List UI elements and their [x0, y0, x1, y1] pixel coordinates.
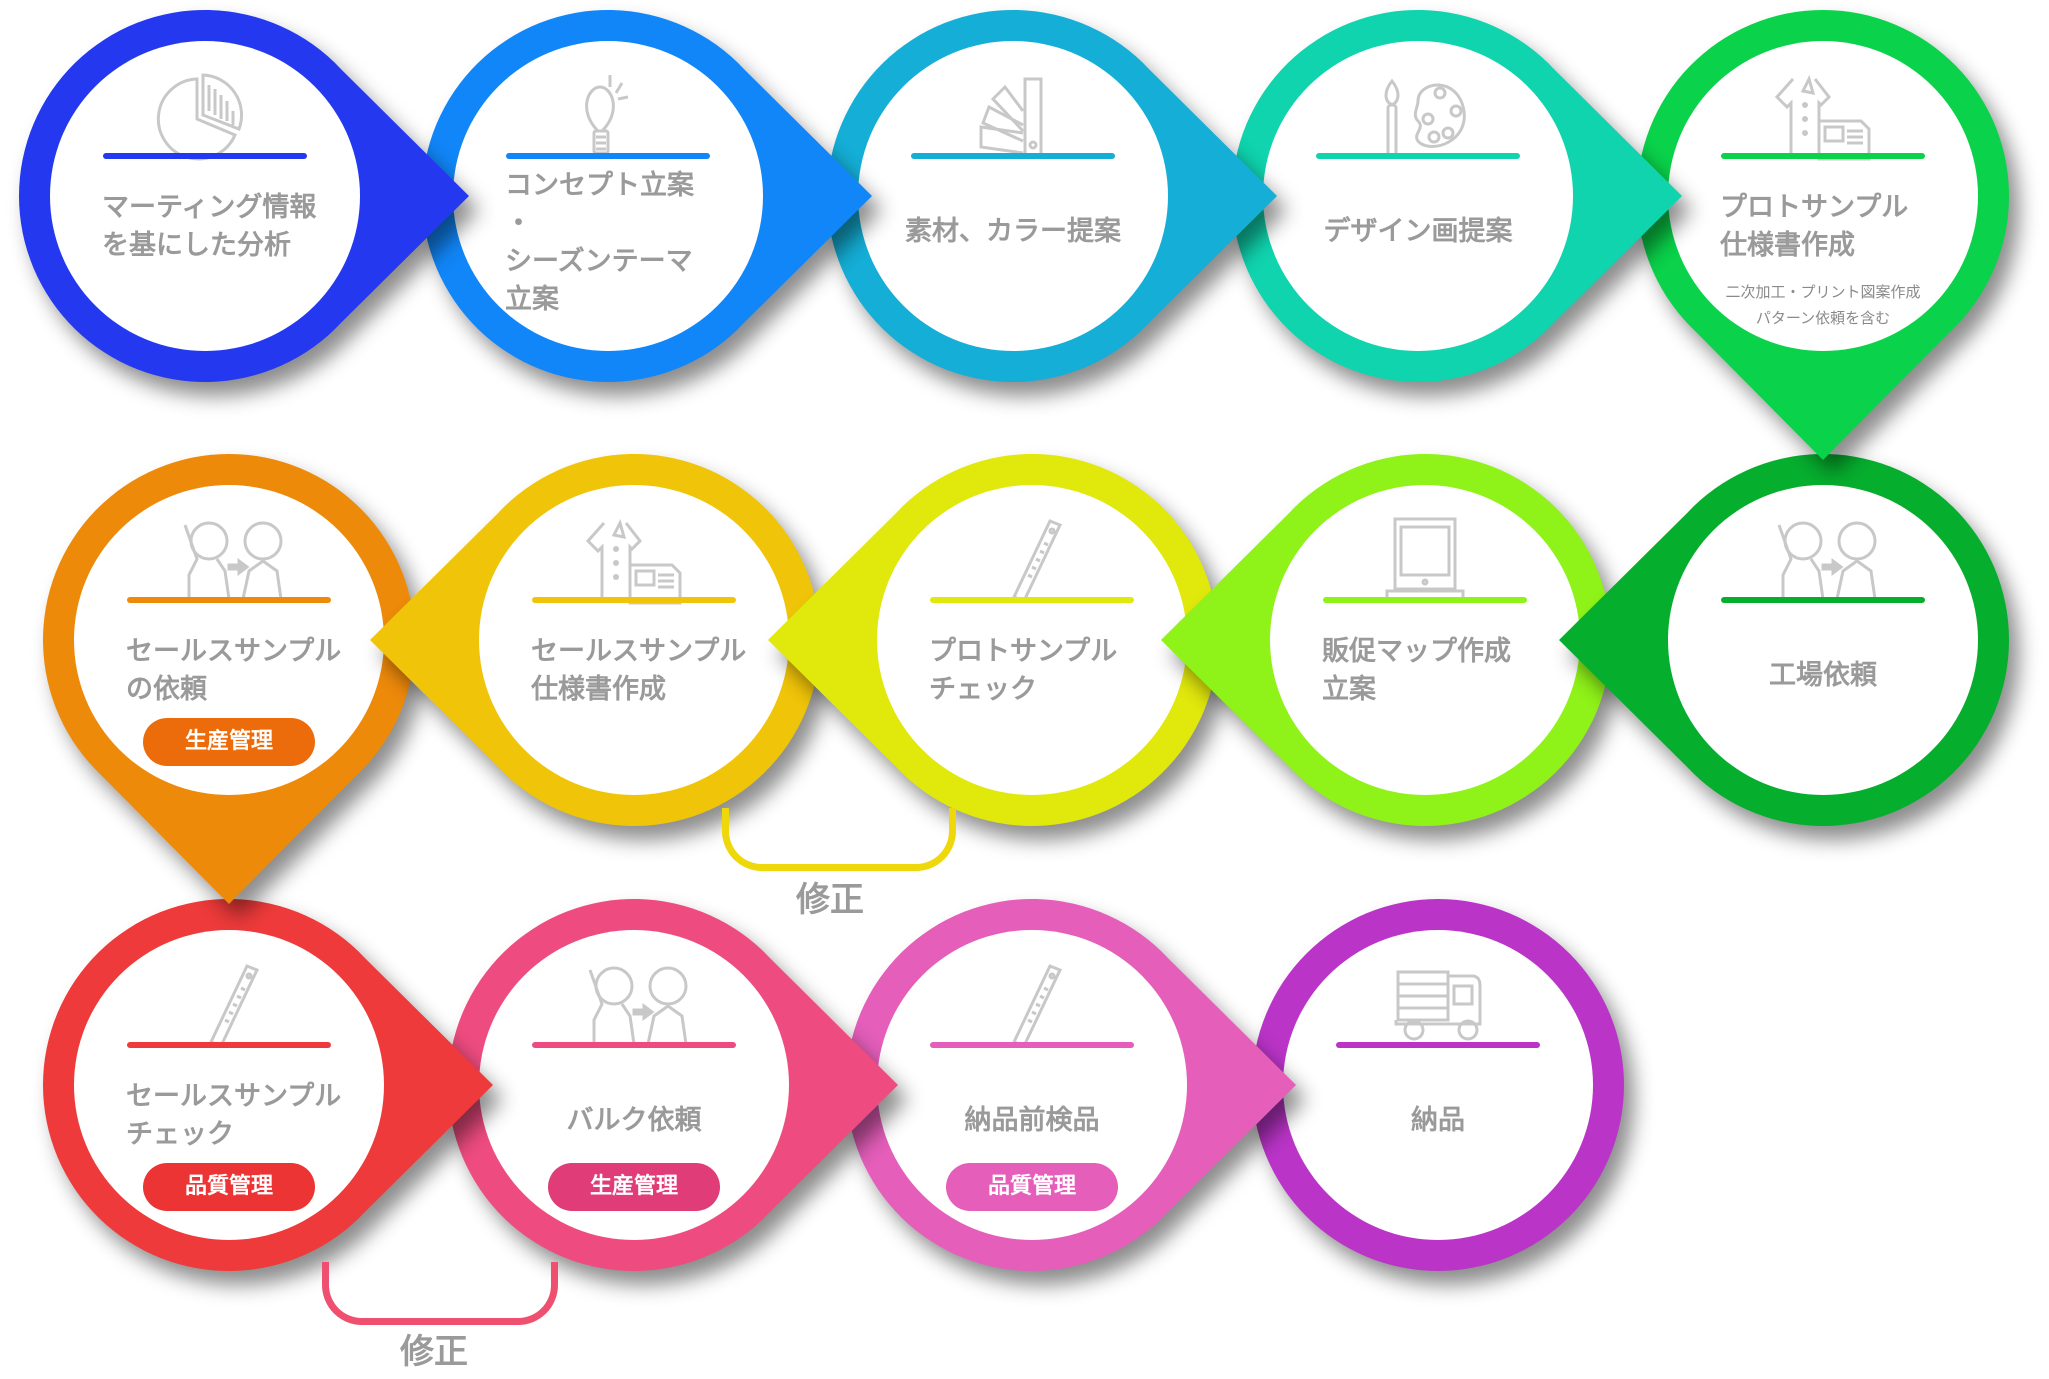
step-circle: 素材、カラー提案: [858, 41, 1168, 351]
department-badge: 品質管理: [143, 1163, 315, 1211]
divider: [532, 1042, 736, 1048]
divider: [127, 597, 331, 603]
pie-chart-icon: [135, 71, 275, 161]
step-6: 工場依頼: [1559, 454, 2009, 826]
handover-people-icon: [564, 960, 704, 1050]
step-circle: セールスサンプル の依頼 生産管理: [74, 485, 384, 795]
step-title: セールスサンプル の依頼: [126, 636, 342, 705]
step-title: セールスサンプル チェック: [126, 1081, 342, 1150]
department-badge: 生産管理: [548, 1163, 720, 1211]
lightbulb-icon: [538, 71, 678, 161]
step-10: セールスサンプル の依頼 生産管理: [42, 453, 415, 904]
step-14: 納品: [1252, 899, 1624, 1271]
handover-people-icon: [159, 515, 299, 605]
step-circle: マーティング情報 を基にした分析: [50, 41, 360, 351]
handover-people-icon: [1753, 515, 1893, 605]
divider: [103, 153, 307, 159]
step-subtitle: 二次加工・プリント図案作成 パターン依頼を含む: [1725, 283, 1921, 327]
step-title: 素材、カラー提案: [905, 216, 1121, 247]
step-title: バルク依頼: [566, 1105, 702, 1136]
step-circle: 納品前検品 品質管理: [877, 930, 1187, 1240]
step-title: マーティング情報 を基にした分析: [102, 192, 317, 261]
step-circle: 納品: [1283, 930, 1593, 1240]
ruler-icon: [962, 960, 1102, 1050]
color-swatch-icon: [943, 71, 1083, 161]
divider: [127, 1042, 331, 1048]
divider: [1323, 597, 1527, 603]
step-title: 販促マップ作成 立案: [1322, 636, 1511, 705]
department-badge: 品質管理: [946, 1163, 1118, 1211]
step-circle: デザイン画提案: [1263, 41, 1573, 351]
divider: [930, 1042, 1134, 1048]
step-title: デザイン画提案: [1323, 216, 1513, 247]
laptop-icon: [1355, 515, 1495, 605]
feedback-loop-label: 修正: [400, 1332, 468, 1372]
step-title: プロトサンプル 仕様書作成: [1720, 192, 1909, 261]
divider: [1336, 1042, 1540, 1048]
step-title: セールスサンプル 仕様書作成: [531, 636, 747, 705]
step-circle: プロトサンプル 仕様書作成 二次加工・プリント図案作成 パターン依頼を含む: [1668, 41, 1978, 351]
shirt-spec-icon: [1753, 71, 1893, 161]
step-4: デザイン画提案: [1232, 10, 1682, 383]
step-title: 納品: [1411, 1105, 1465, 1136]
ruler-icon: [962, 515, 1102, 605]
feedback-loop-connector: [322, 1262, 558, 1325]
step-3: 素材、カラー提案: [827, 10, 1277, 383]
step-title: プロトサンプル チェック: [929, 636, 1118, 705]
step-circle: コンセプト立案 ・ シーズンテーマ 立案: [453, 41, 763, 351]
step-title: 納品前検品: [964, 1105, 1100, 1136]
divider: [1721, 153, 1925, 159]
step-circle: 工場依頼: [1668, 485, 1978, 795]
step-circle: セールスサンプル チェック 品質管理: [74, 930, 384, 1240]
step-circle: プロトサンプル チェック: [877, 485, 1187, 795]
step-7: 販促マップ作成 立案: [1161, 454, 1611, 826]
department-badge: 生産管理: [143, 718, 315, 766]
ruler-icon: [159, 960, 299, 1050]
step-5: プロトサンプル 仕様書作成 二次加工・プリント図案作成 パターン依頼を含む: [1637, 9, 2009, 461]
divider: [911, 153, 1115, 159]
shirt-spec-icon: [564, 515, 704, 605]
feedback-loop-connector: [722, 808, 956, 871]
divider: [532, 597, 736, 603]
delivery-truck-icon: [1368, 960, 1508, 1050]
divider: [930, 597, 1134, 603]
divider: [506, 153, 710, 159]
step-title: コンセプト立案 ・ シーズンテーマ 立案: [505, 170, 694, 315]
paint-palette-icon: [1348, 71, 1488, 161]
step-12: バルク依頼 生産管理: [447, 899, 898, 1271]
step-11: セールスサンプル チェック 品質管理: [42, 899, 494, 1271]
divider: [1721, 597, 1925, 603]
feedback-loop-label: 修正: [796, 880, 864, 920]
step-title: 工場依頼: [1769, 660, 1877, 691]
step-1: マーティング情報 を基にした分析: [18, 10, 470, 383]
step-circle: セールスサンプル 仕様書作成: [479, 485, 789, 795]
divider: [1316, 153, 1520, 159]
step-9: セールスサンプル 仕様書作成: [370, 454, 820, 826]
step-circle: バルク依頼 生産管理: [479, 930, 789, 1240]
step-13: 納品前検品 品質管理: [846, 899, 1296, 1271]
step-2: コンセプト立案 ・ シーズンテーマ 立案: [421, 10, 872, 383]
step-8: プロトサンプル チェック: [768, 454, 1218, 826]
step-circle: 販促マップ作成 立案: [1270, 485, 1580, 795]
